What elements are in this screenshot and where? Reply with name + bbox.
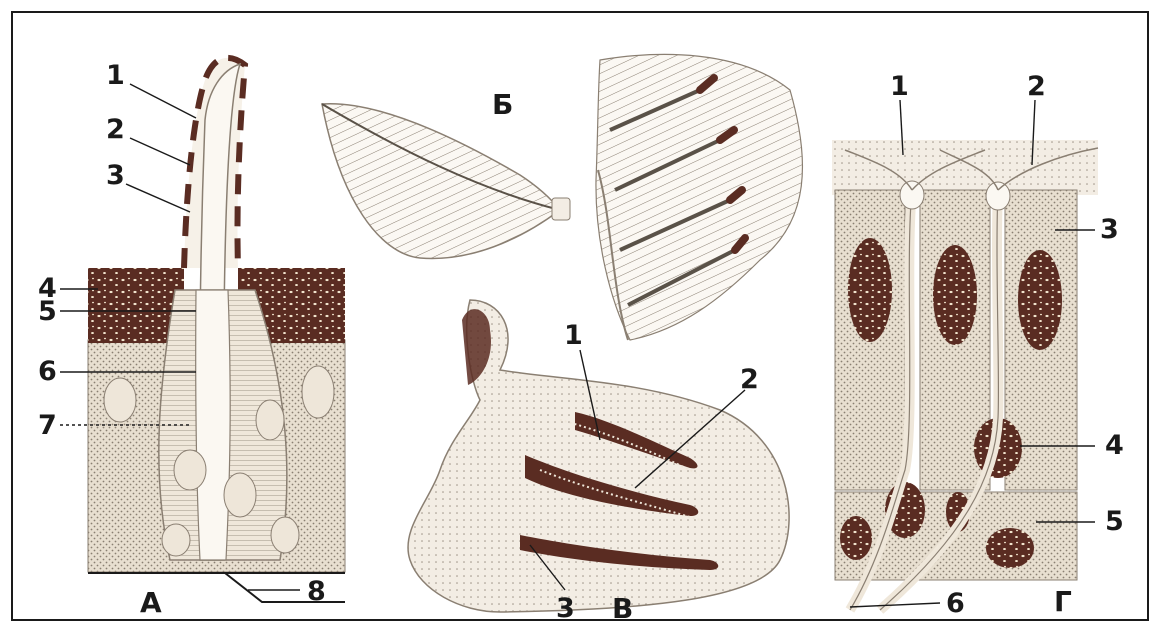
- panel-g-label-1: 1: [890, 73, 909, 100]
- panel-b-title: Б: [492, 91, 513, 119]
- panel-g-label-5: 5: [1105, 508, 1124, 535]
- panel-g-mucus: [832, 140, 1098, 195]
- panel-v-title: В: [612, 595, 633, 623]
- panel-b-feather-contour: [322, 104, 560, 259]
- panel-a-title: А: [140, 589, 162, 617]
- panel-a-label-5: 5: [38, 298, 57, 325]
- panel-a-label-6: 6: [38, 358, 57, 385]
- panel-g-label-3: 3: [1100, 216, 1119, 243]
- panel-g-label-6: 6: [946, 590, 965, 617]
- panel-a-label-7: 7: [38, 412, 57, 439]
- panel-a-label-2: 2: [106, 116, 125, 143]
- panel-b-illustration: [322, 54, 802, 340]
- panel-a-illustration: [60, 58, 345, 602]
- panel-g-label-2: 2: [1027, 73, 1046, 100]
- panel-g-illustration: [832, 100, 1098, 610]
- panel-v-illustration: [408, 300, 789, 612]
- panel-a-label-3: 3: [106, 162, 125, 189]
- panel-b-feather-cluster: [596, 54, 803, 340]
- panel-g-title: Г: [1054, 588, 1072, 616]
- panel-v-label-3: 3: [556, 595, 575, 622]
- panel-g-label-4: 4: [1105, 432, 1124, 459]
- panel-a-label-8: 8: [307, 578, 326, 605]
- panel-v-label-2: 2: [740, 366, 759, 393]
- panel-a-label-1: 1: [106, 62, 125, 89]
- panel-v-label-1: 1: [564, 322, 583, 349]
